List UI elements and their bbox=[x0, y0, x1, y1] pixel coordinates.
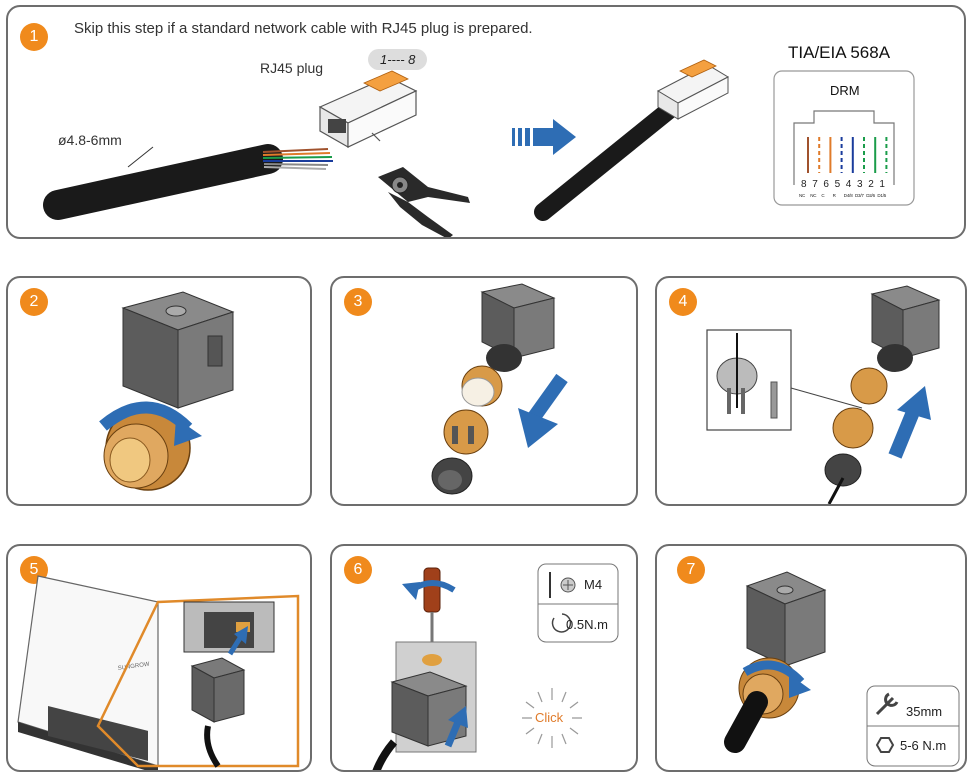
arrow-right-icon bbox=[512, 119, 576, 155]
standard-label: TIA/EIA 568A bbox=[788, 43, 891, 62]
connector-housing-icon bbox=[121, 291, 235, 409]
step-6-badge: 6 bbox=[344, 556, 372, 584]
arrow-up-icon bbox=[888, 386, 931, 459]
rj45-plug-assembled-icon bbox=[656, 59, 730, 120]
step-7-torque-label: 5-6 N.m bbox=[900, 738, 947, 753]
step-1-badge: 1 bbox=[20, 23, 48, 51]
drm-label: DRM bbox=[830, 83, 860, 98]
connector-housing-icon bbox=[372, 641, 477, 770]
pin-function: D4/8 bbox=[843, 193, 853, 198]
connector-housing-icon bbox=[480, 283, 556, 372]
drm-port-zoom-inset bbox=[183, 601, 275, 768]
click-burst-icon bbox=[522, 688, 582, 748]
seal-insert-icon bbox=[850, 367, 888, 405]
torque-label: 0.5N.m bbox=[566, 617, 608, 632]
terminal-block-icon bbox=[443, 409, 489, 455]
step-5-badge: 5 bbox=[20, 556, 48, 584]
pin-number: 2 bbox=[868, 179, 874, 190]
click-label: Click bbox=[535, 710, 564, 725]
detail-inset bbox=[706, 329, 863, 431]
step-1-panel: 1 Skip this step if a standard network c… bbox=[6, 5, 966, 239]
step-5-panel: 5 SUNGROW bbox=[6, 544, 312, 772]
arrow-up-icon bbox=[444, 706, 468, 748]
pin-number: 3 bbox=[857, 179, 863, 190]
step-2-badge: 2 bbox=[20, 288, 48, 316]
step-3-illustration bbox=[431, 283, 568, 495]
screw-size-label: M4 bbox=[584, 577, 603, 592]
arrow-down-icon bbox=[518, 373, 568, 448]
step-3-badge: 3 bbox=[344, 288, 372, 316]
step-3-panel: 3 bbox=[330, 276, 638, 506]
step-6-illustration bbox=[372, 563, 619, 770]
step-1-illustration bbox=[43, 59, 915, 237]
rj45-plug-icon bbox=[318, 70, 418, 149]
pin-number: 5 bbox=[834, 179, 841, 190]
pin-number: 1 bbox=[879, 179, 885, 190]
step-4-badge: 4 bbox=[669, 288, 697, 316]
torque-icon bbox=[551, 613, 572, 633]
crimping-tool-icon bbox=[378, 167, 470, 237]
terminal-block-icon bbox=[832, 407, 874, 449]
pin-function: R bbox=[832, 193, 836, 198]
spec-box bbox=[866, 685, 960, 767]
pin-range-label: 1---- 8 bbox=[368, 49, 428, 70]
pin-number: 7 bbox=[812, 179, 818, 190]
seal-insert-icon bbox=[461, 365, 503, 407]
step-5-illustration: SUNGROW bbox=[17, 575, 300, 770]
pin-number: 8 bbox=[801, 179, 807, 190]
step-2-panel: 2 bbox=[6, 276, 312, 506]
step-6-panel: 6 bbox=[330, 544, 638, 772]
pin-function: D2/6 bbox=[866, 193, 875, 198]
step-7-illustration bbox=[724, 571, 960, 767]
connector-housing-icon bbox=[870, 285, 941, 372]
inverter-icon bbox=[17, 575, 159, 770]
connector-housing-icon bbox=[745, 571, 827, 667]
arrow-up-icon bbox=[227, 626, 248, 656]
step-4-illustration bbox=[706, 285, 941, 504]
rj45-plug-label: RJ45 plug bbox=[260, 60, 324, 76]
wrench-icon bbox=[875, 692, 899, 716]
cable-gland-nut-icon bbox=[103, 405, 191, 491]
pin-function: D3/7 bbox=[855, 193, 864, 198]
step-4-panel: 4 bbox=[655, 276, 967, 506]
pin-function: NC bbox=[799, 193, 806, 198]
pin-function: D1/5 bbox=[877, 193, 887, 198]
inverter-brand: SUNGROW bbox=[117, 662, 150, 672]
step-2-illustration bbox=[99, 291, 235, 491]
gland-nut-icon bbox=[824, 453, 862, 487]
rotate-arrow-icon bbox=[742, 660, 805, 686]
pin-number: 4 bbox=[845, 179, 852, 190]
hex-nut-icon bbox=[875, 737, 895, 753]
step-7-panel: 7 35mm 5-6 N.m bbox=[655, 544, 967, 772]
pin-function: C bbox=[821, 193, 825, 198]
cable-diameter-label: ø4.8-6mm bbox=[58, 132, 122, 148]
step-1-instruction: Skip this step if a standard network cab… bbox=[74, 20, 533, 37]
pin-function: NC bbox=[810, 193, 817, 198]
wrench-size-label: 35mm bbox=[906, 704, 943, 719]
gland-nut-icon bbox=[431, 457, 473, 495]
step-7-badge: 7 bbox=[677, 556, 705, 584]
pin-number: 6 bbox=[823, 179, 829, 190]
spec-box bbox=[537, 563, 619, 643]
